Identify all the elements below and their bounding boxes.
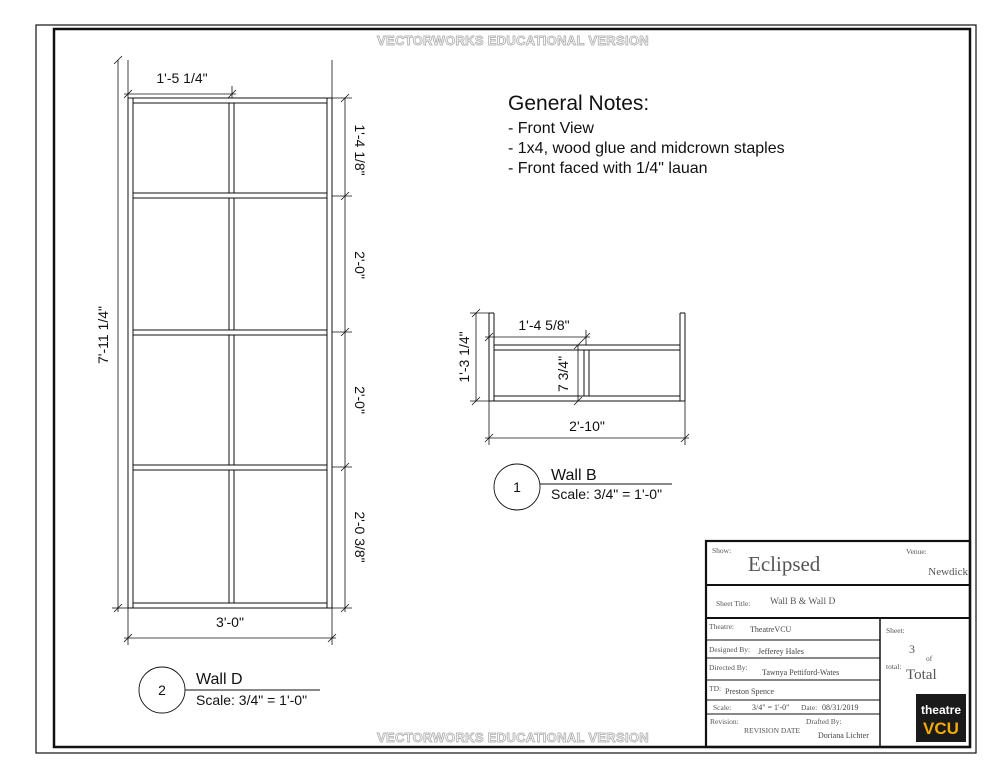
wall-d-label: 2 Wall D Scale: 3/4" = 1'-0" [138,666,320,714]
wall-d-segment-3-dim: 2'-0" [352,386,368,414]
watermark-top: VECTORWORKS EDUCATIONAL VERSION [377,33,649,48]
tb-theatre-label: Theatre: [709,622,734,631]
tb-date: 08/31/2019 [822,703,858,712]
general-notes: General Notes: - Front View - 1x4, wood … [508,92,785,177]
wall-d-label-title: Wall D [196,671,243,688]
wall-b-label-circle [493,463,541,511]
tb-total-label: total: [886,662,901,671]
title-block [704,539,972,749]
logo-text-bottom: VCU [923,719,959,738]
general-notes-line-3: - Front faced with 1/4" lauan [508,160,708,177]
tb-show-label: Show: [712,546,731,555]
theatre-vcu-logo: theatre VCU [916,694,966,742]
tb-scale: 3/4" = 1'-0" [752,703,789,712]
general-notes-line-2: - 1x4, wood glue and midcrown staples [508,140,785,157]
wall-b-label-scale: Scale: 3/4" = 1'-0" [551,486,662,502]
tb-designed-by: Jefferey Hales [758,647,804,656]
wall-d-label-number: 2 [158,682,166,698]
wall-b-overall-width-dim: 2'-10" [569,418,605,434]
wall-b-dimensions [470,308,690,445]
wall-d-segment-1-dim: 1'-4 1/8" [352,124,368,175]
tb-venue-label: Venue: [906,547,927,556]
wall-b-label-title: Wall B [551,467,597,484]
general-notes-line-1: - Front View [508,120,594,137]
wall-d-stile-lines [132,97,328,609]
tb-revision: REVISION DATE [744,726,800,735]
wall-d-drawing [127,97,333,609]
wall-d-dimensions [112,55,352,645]
tb-sheet-number: 3 [909,642,915,656]
tb-drafted-by-label: Drafted By: [806,717,842,726]
wall-b-inner-height-dim: 7 3/4" [555,356,571,392]
tb-directed-by: Tawnya Pettiford-Wates [762,668,839,677]
wall-d-overall-height-dim: 7'-11 1/4" [95,306,111,364]
tb-venue: Newdick [928,566,968,578]
tb-revision-label: Revision: [710,717,739,726]
wall-b-top-width-dim: 1'-4 5/8" [518,317,569,333]
wall-b-height-dim: 1'-3 1/4" [456,331,472,382]
tb-of-label: of [926,654,933,663]
wall-b-label-number: 1 [513,479,521,495]
wall-d-overall-width-dim: 3'-0" [216,614,244,630]
wall-d-outer-frame [127,97,333,609]
tb-date-label: Date: [801,703,817,712]
tb-directed-by-label: Directed By: [709,663,748,672]
wall-d-segment-2-dim: 2'-0" [352,251,368,279]
wall-d-stile-width-dim: 1'-5 1/4" [156,70,207,86]
sheet-border [35,24,977,754]
tb-scale-label: Scale: [713,703,731,712]
tb-td-label: TD: [709,684,721,693]
general-notes-heading: General Notes: [508,92,649,115]
tb-show: Eclipsed [748,552,821,576]
tb-td: Preston Spence [725,687,775,696]
tb-sheet-title: Wall B & Wall D [770,597,835,607]
watermark-bottom: VECTORWORKS EDUCATIONAL VERSION [377,730,649,745]
wall-d-label-scale: Scale: 3/4" = 1'-0" [196,692,307,708]
wall-d-segment-4-dim: 2'-0 3/8" [352,511,368,562]
tb-total: Total [906,667,937,683]
tb-drafted-by: Doriana Lichter [818,731,869,740]
tb-theatre: TheatreVCU [750,625,792,634]
wall-b-label: 1 Wall B Scale: 3/4" = 1'-0" [493,463,672,511]
tb-sheet-label: Sheet: [886,626,905,635]
tb-sheet-title-label: Sheet Title: [716,599,750,608]
logo-text-top: theatre [921,703,961,717]
tb-designed-by-label: Designed By: [709,645,750,654]
